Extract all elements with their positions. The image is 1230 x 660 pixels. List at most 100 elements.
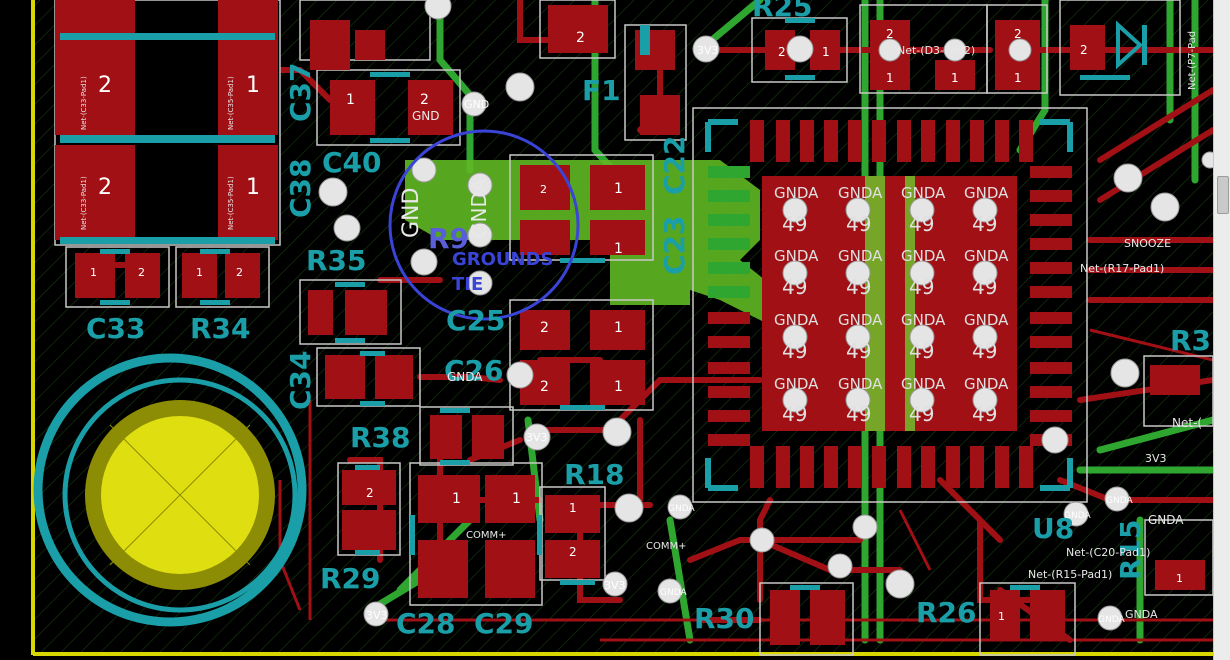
footprint-pads [75,5,1205,645]
pad-gnda-5: GNDA [774,247,819,265]
ref-c38: C38 [284,158,317,218]
pad-49-2: 49 [846,212,871,236]
pad-num-r25-1: 1 [822,45,830,59]
pad-num-d3c-1: 1 [1014,71,1022,85]
vertical-scrollbar[interactable] [1213,0,1230,660]
pad-num-c40-2: 2 [420,92,429,108]
net-labels: Net-(D3-Pad2) SNOOZE Net-(R17-Pad1) Net-… [412,44,1202,621]
pad-num-r34-2: 2 [236,266,243,279]
pad-49-13: 49 [782,402,807,426]
ref-c26: C26 [444,354,504,387]
net-gnd-c40: GND [412,109,440,123]
pad-gnda-8: GNDA [964,247,1009,265]
ref-r26: R26 [916,596,977,629]
pad-num-r18-2: 2 [569,545,577,559]
ground-tie-line2: TIE [452,274,483,295]
net-gnda-c26: GNDA [447,370,483,384]
reference-designators: R25 F1 C40 R9 C33 R34 R35 C25 C26 R38 R1… [86,0,1211,640]
net-c33pad: Net-(C33-Pad1) [80,76,88,130]
pad-num-c22-1: 1 [614,181,623,197]
rotated-net-labels: Net-(C33-Pad1) Net-(C35-Pad1) Net-(C33-P… [80,31,1198,238]
ref-c34: C34 [284,350,317,410]
ref-r9: R9 [428,222,469,255]
pad-num-c33-1: 1 [90,266,97,279]
pad-gnda-9: GNDA [774,311,819,329]
pad-gnda-2: GNDA [838,184,883,202]
pad-49-14: 49 [846,402,871,426]
pad-num-c33-2: 2 [138,266,145,279]
ground-tie-circle[interactable] [388,129,580,321]
pad-label-3v3-a: 3V3 [697,44,719,57]
net-gnd-r9: GND [399,188,424,238]
pad-label-gnda-e: GNDA [1098,615,1125,625]
pad-49-9: 49 [782,339,807,363]
pad-num-d3-1: 1 [886,71,894,85]
pad-49-3: 49 [909,212,934,236]
pad-label-3v3-d: 3V3 [366,609,388,622]
net-c20: Net-(C20-Pad1) [1066,546,1150,559]
pad-num-r38-2: 2 [366,486,374,500]
ref-c40: C40 [322,146,382,179]
ref-c25: C25 [446,304,506,337]
pad-numbers: 1 2 1 2 1 2 2 2 1 1 2 1 2 1 2 1 2 1 1 2 … [90,27,1183,625]
pad-num-c29-1: 1 [512,491,521,507]
pad-num-d3-2: 2 [886,27,894,41]
ref-c33: C33 [86,312,146,345]
vias [318,0,1213,631]
net-p7pad: Net-(P7-Pad [1187,31,1198,90]
pad-49-1: 49 [782,212,807,236]
pad-label-gnda-c: GNDA [1064,511,1091,521]
pad-label-gnd: GND [464,98,489,111]
ref-c22: C22 [658,135,691,195]
pad-num-big-2b: 2 [98,175,112,200]
ref-c28: C28 [396,607,456,640]
ground-tie-label: GROUNDS TIE [452,249,554,295]
pad-49-11: 49 [909,339,934,363]
pad-num-c26-1: 1 [614,379,623,395]
pad-num-c25-1: 1 [614,320,623,336]
silk-marks [100,18,1147,590]
ground-tie-line1: GROUNDS [452,249,554,270]
pad-49-10: 49 [846,339,871,363]
ref-r30: R30 [694,602,755,635]
pad-num-big-2: 2 [98,73,112,98]
pad-num-c40-1: 1 [346,92,355,108]
pad-label-3v3-b: 3V3 [526,431,548,444]
pad-num-c26-2: 2 [540,379,549,395]
pad-gnda-15: GNDA [901,375,946,393]
ref-r29: R29 [320,562,381,595]
net-comm-1: COMM+ [466,530,507,541]
pad-gnda-16: GNDA [964,375,1009,393]
big-cap-footprint [54,0,281,246]
pad-gnda-3: GNDA [901,184,946,202]
ref-c29: C29 [474,607,534,640]
pad-num-c28-1: 1 [452,491,461,507]
vertical-scrollbar-thumb[interactable] [1217,176,1229,214]
pad-label-gnda-a: GNDA [668,504,695,514]
pad-num-big-1b: 1 [246,175,260,200]
net-r15: Net-(R15-Pad1) [1028,568,1112,581]
pad-num-r26-1: 1 [998,610,1005,623]
pad-num-d3b-1: 1 [951,71,959,85]
pad-gnda-7: GNDA [901,247,946,265]
pad-gnda-11: GNDA [901,311,946,329]
pad-num-r15-1: 1 [1176,572,1183,585]
net-c33pad-lower: Net-(C33-Pad1) [80,176,88,230]
pad-49-12: 49 [972,339,997,363]
pad-label-gnda-d: GNDA [1106,496,1133,506]
pad-49-5: 49 [782,275,807,299]
pad-label-gnda-b: GNDA [660,588,687,598]
net-gnda-right: GNDA [1125,608,1158,621]
pad-gnda-1: GNDA [774,184,819,202]
ref-f1: F1 [582,74,621,107]
net-gnda-r9: GNDA [467,178,491,238]
net-c35pad: Net-(C35-Pad1) [227,76,235,130]
pad-num-c23-1: 1 [614,241,623,257]
pad-49-8: 49 [972,275,997,299]
pad-num-r34-1: 1 [196,266,203,279]
pad-gnda-6: GNDA [838,247,883,265]
ref-r15: R15 [1114,519,1147,580]
pad-49-6: 49 [846,275,871,299]
